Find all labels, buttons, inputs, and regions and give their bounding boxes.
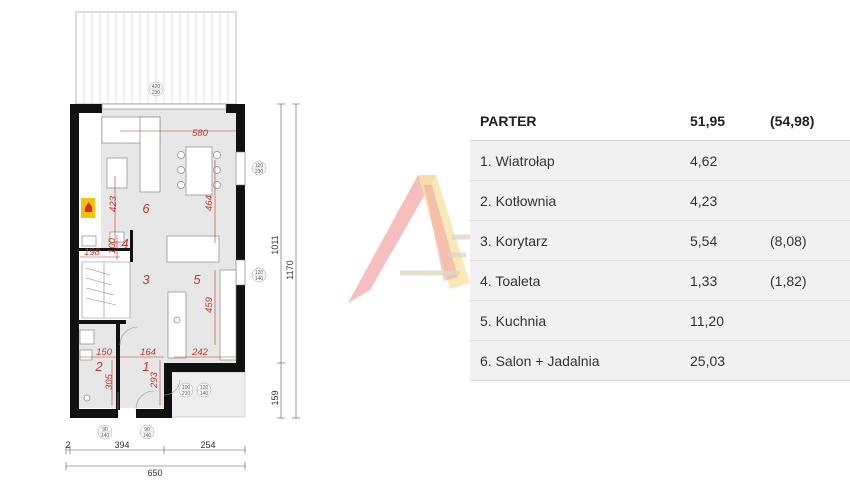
room-number-3: 3 (142, 272, 150, 287)
doors (117, 326, 181, 410)
dim-580: 580 (192, 128, 209, 139)
header-alt-area: (54,98) (770, 101, 850, 141)
coffee-table (106, 157, 128, 189)
table-row: 2. Kotłownia 4,23 (470, 180, 850, 221)
room-label: 3. Korytarz (470, 220, 690, 261)
opening-marker-right3: 120 140 (196, 382, 212, 398)
logo-watermark (348, 175, 470, 303)
table-header-row: PARTER 51,95 (54,98) (470, 101, 850, 141)
header-area: 51,95 (690, 101, 770, 141)
svg-text:140: 140 (143, 433, 152, 439)
dim-423: 423 (108, 195, 119, 212)
svg-text:210: 210 (182, 391, 191, 397)
room-number-1: 1 (142, 359, 149, 374)
walls (70, 104, 245, 418)
entrance-step (164, 371, 246, 418)
room-alt-area: (8,08) (770, 220, 850, 261)
room-alt-area (770, 180, 850, 221)
room-alt-area (770, 340, 850, 381)
svg-text:100: 100 (182, 385, 191, 391)
svg-text:420: 420 (152, 84, 161, 90)
kitchen-counter (167, 269, 237, 361)
svg-text:140: 140 (101, 433, 110, 439)
dim-464: 464 (204, 195, 215, 211)
room-label: 5. Kuchnia (470, 300, 690, 341)
room-label: 2. Kotłownia (470, 180, 690, 221)
opening-marker-right1: 120 230 (251, 160, 267, 176)
floor-plan: 580 423 464 198 100 459 150 164 242 305 … (65, 11, 300, 478)
area-table: PARTER 51,95 (54,98) 1. Wiatrołap 4,62 2… (470, 101, 850, 381)
boiler-room-fixtures (79, 329, 95, 402)
room-area: 1,33 (690, 260, 770, 301)
interior-dimension-lines (80, 130, 236, 405)
dim-right-1170: 1170 (285, 260, 295, 279)
opening-marker-bottom1: 90 140 (97, 424, 113, 440)
room-number-2: 2 (94, 359, 103, 374)
dim-right-1011: 1011 (270, 235, 280, 254)
table-row: 1. Wiatrołap 4,62 (470, 140, 850, 181)
room-area: 4,23 (690, 180, 770, 221)
svg-text:120: 120 (200, 385, 209, 391)
dim-198: 198 (84, 247, 101, 258)
table-row: 5. Kuchnia 11,20 (470, 300, 850, 341)
dim-150: 150 (96, 347, 113, 358)
room-alt-area (770, 300, 850, 341)
room-label: 4. Toaleta (470, 260, 690, 301)
room-number-6: 6 (142, 201, 150, 216)
dim-bottom-254: 254 (200, 440, 215, 450)
dim-164: 164 (140, 347, 156, 358)
table-row: 6. Salon + Jadalnia 25,03 (470, 340, 850, 381)
dim-305: 305 (104, 373, 115, 390)
opening-marker-right2: 120 140 (251, 267, 267, 283)
dim-right-159: 159 (270, 390, 280, 405)
sofa (101, 116, 161, 193)
room-alt-area: (1,82) (770, 260, 850, 301)
opening-marker-door: 100 210 (178, 382, 194, 398)
svg-text:90: 90 (144, 427, 150, 433)
room-area: 11,20 (690, 300, 770, 341)
svg-text:140: 140 (255, 276, 264, 282)
room-label: 1. Wiatrołap (470, 140, 690, 181)
room-number-4: 4 (121, 236, 128, 251)
table-row: 4. Toaleta 1,33 (1,82) (470, 260, 850, 301)
dim-100: 100 (107, 237, 118, 254)
room-alt-area (770, 140, 850, 181)
room-number-5: 5 (193, 272, 201, 287)
dim-bottom-650: 650 (147, 468, 162, 478)
room-area: 5,54 (690, 220, 770, 261)
boiler-icon (81, 198, 95, 218)
table-row: 3. Korytarz 5,54 (8,08) (470, 220, 850, 261)
dim-bottom-2: 2 (65, 440, 70, 450)
opening-marker-bottom2: 90 140 (139, 424, 155, 440)
svg-text:230: 230 (152, 90, 161, 96)
svg-text:140: 140 (200, 391, 209, 397)
header-label: PARTER (470, 101, 690, 141)
svg-text:230: 230 (255, 169, 264, 175)
dim-242: 242 (191, 347, 209, 358)
room-label: 6. Salon + Jadalnia (470, 340, 690, 381)
svg-text:120: 120 (255, 163, 264, 169)
kitchen-island (166, 235, 220, 263)
room-area: 25,03 (690, 340, 770, 381)
dim-459: 459 (204, 296, 215, 313)
dim-293: 293 (149, 371, 160, 389)
room-area: 4,62 (690, 140, 770, 181)
opening-marker-top: 420 230 (148, 81, 164, 97)
svg-text:120: 120 (255, 270, 264, 276)
stairs (81, 261, 131, 319)
svg-text:90: 90 (102, 427, 108, 433)
exterior-dimension-lines (65, 103, 300, 470)
dim-bottom-394: 394 (114, 440, 129, 450)
